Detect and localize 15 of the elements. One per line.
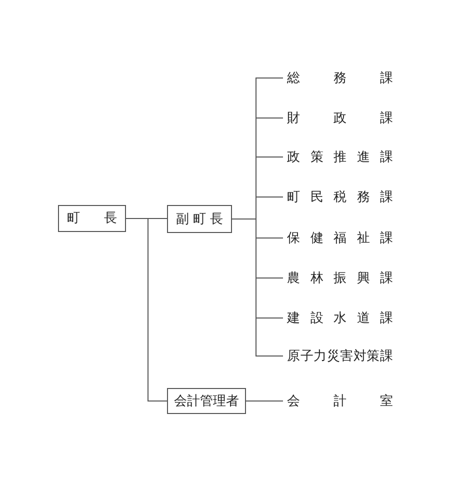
position-box: 会計管理者 [167,388,246,414]
position-box: 副町長 [167,205,232,233]
department-label: 町民税務課 [287,187,393,207]
connector-line [126,218,168,402]
department-label: 会計室 [287,391,393,411]
department-label: 総務課 [287,68,393,88]
department-label: 原子力災害対策課 [287,346,393,366]
department-label: 財政課 [287,108,393,128]
connector-line [232,218,284,356]
department-label: 政策推進課 [287,147,393,167]
position-box: 町長 [58,205,126,232]
department-label: 建設水道課 [287,308,393,328]
department-label: 保健福祉課 [287,228,393,248]
connector-line [246,400,284,402]
department-label: 農林振興課 [287,268,393,288]
